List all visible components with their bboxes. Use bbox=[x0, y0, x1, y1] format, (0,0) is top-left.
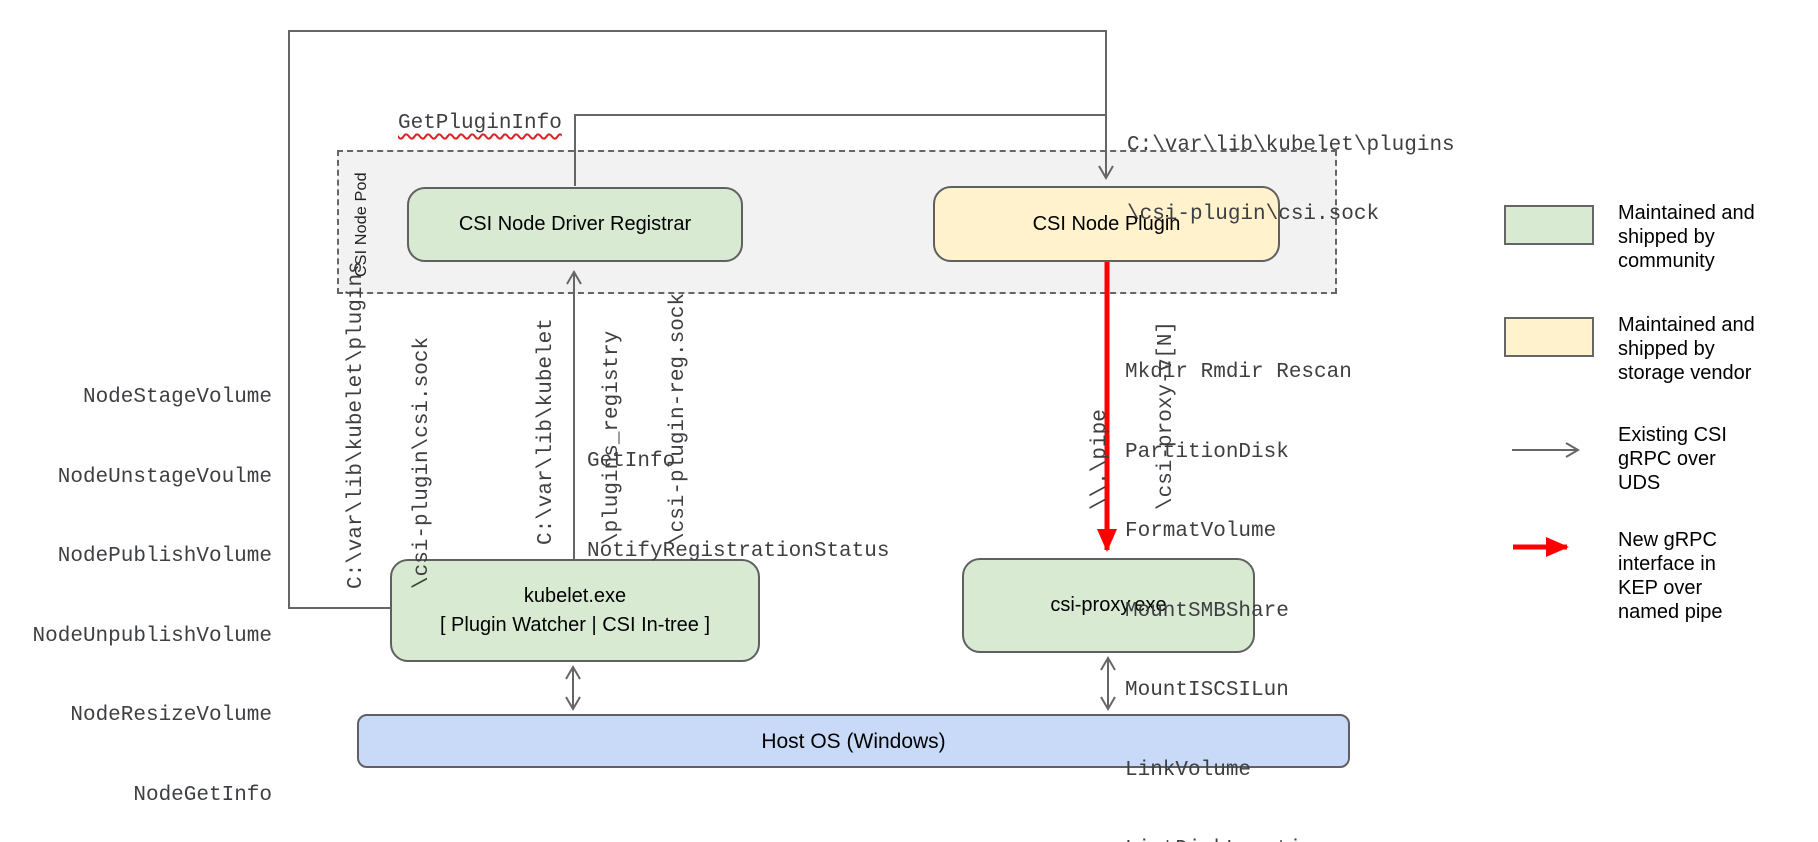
host-os-box: Host OS (Windows) bbox=[357, 714, 1350, 768]
proxy-rpc-item: FormatVolume bbox=[1125, 520, 1277, 543]
csi-proxy-label: csi-proxy.exe bbox=[1050, 594, 1167, 616]
kubelet-box: kubelet.exe [ Plugin Watcher | CSI In-tr… bbox=[390, 559, 760, 662]
node-rpc-item: NodeUnstageVoulme bbox=[57, 465, 272, 489]
plugin-registry-sock-label: C:\var\lib\kubelet \plugins_registry \cs… bbox=[535, 292, 690, 545]
proxy-rpc-item: ListDiskLocations bbox=[1125, 837, 1352, 842]
csi-proxy-box: csi-proxy.exe bbox=[962, 558, 1255, 653]
legend-vendor-label: Maintained and shipped by storage vendor bbox=[1618, 314, 1755, 384]
proxy-rpc-item: MountISCSILun bbox=[1125, 679, 1289, 702]
kubelet-label-line1: kubelet.exe bbox=[523, 584, 627, 607]
legend-namedpipe-label: New gRPC interface in KEP over named pip… bbox=[1618, 529, 1723, 623]
kubelet-to-plugin-uds-line bbox=[288, 30, 1114, 609]
host-os-label: Host OS (Windows) bbox=[761, 729, 946, 753]
plugin-label: CSI Node Plugin bbox=[1032, 212, 1181, 235]
csi-sock-path-label-left: C:\var\lib\kubelet\plugins \csi-plugin\c… bbox=[345, 261, 434, 589]
csi-sock-path-label-top: C:\var\lib\kubelet\plugins \csi-plugin\c… bbox=[1127, 134, 1455, 226]
registrar-getplugininfo-line bbox=[574, 114, 1105, 186]
legend-uds-label: Existing CSI gRPC over UDS bbox=[1618, 424, 1727, 494]
node-rpc-item: NodePublishVolume bbox=[57, 545, 272, 568]
getplugininfo-label: GetPluginInfo bbox=[398, 112, 562, 135]
proxy-rpc-list: Mkdir Rmdir Rescan PartitionDisk FormatV… bbox=[1125, 307, 1352, 842]
legend-community-swatch bbox=[1504, 205, 1594, 245]
proxy-rpc-item: MountSMBShare bbox=[1125, 599, 1289, 623]
node-rpc-item: NodeResizeVolume bbox=[70, 704, 272, 727]
csi-node-plugin-box: CSI Node Plugin bbox=[933, 186, 1280, 262]
proxy-rpc-item: PartitionDisk bbox=[1125, 440, 1289, 464]
legend-community-label: Maintained and shipped by community bbox=[1618, 202, 1755, 272]
node-rpc-item: NodeUnpublishVolume bbox=[32, 624, 272, 648]
legend-vendor-swatch bbox=[1504, 317, 1594, 357]
named-pipe-label: \\.\pipe \csi-proxy-v[N] bbox=[1089, 320, 1178, 510]
node-rpc-item: NodeStageVolume bbox=[82, 386, 272, 409]
kubelet-label-line2: [ Plugin Watcher | CSI In-tree ] bbox=[439, 613, 711, 636]
registration-rpc-label: GetInfo NotifyRegistrationStatus bbox=[587, 450, 890, 563]
proxy-rpc-item: LinkVolume bbox=[1125, 758, 1252, 782]
registrar-label: CSI Node Driver Registrar bbox=[458, 213, 692, 235]
node-rpc-list: NodeStageVolume NodeUnstageVoulme NodePu… bbox=[18, 332, 272, 842]
csi-node-driver-registrar-box: CSI Node Driver Registrar bbox=[407, 187, 743, 262]
proxy-rpc-item: Mkdir Rmdir Rescan bbox=[1125, 361, 1352, 384]
node-rpc-item: NodeGetInfo bbox=[133, 783, 272, 807]
